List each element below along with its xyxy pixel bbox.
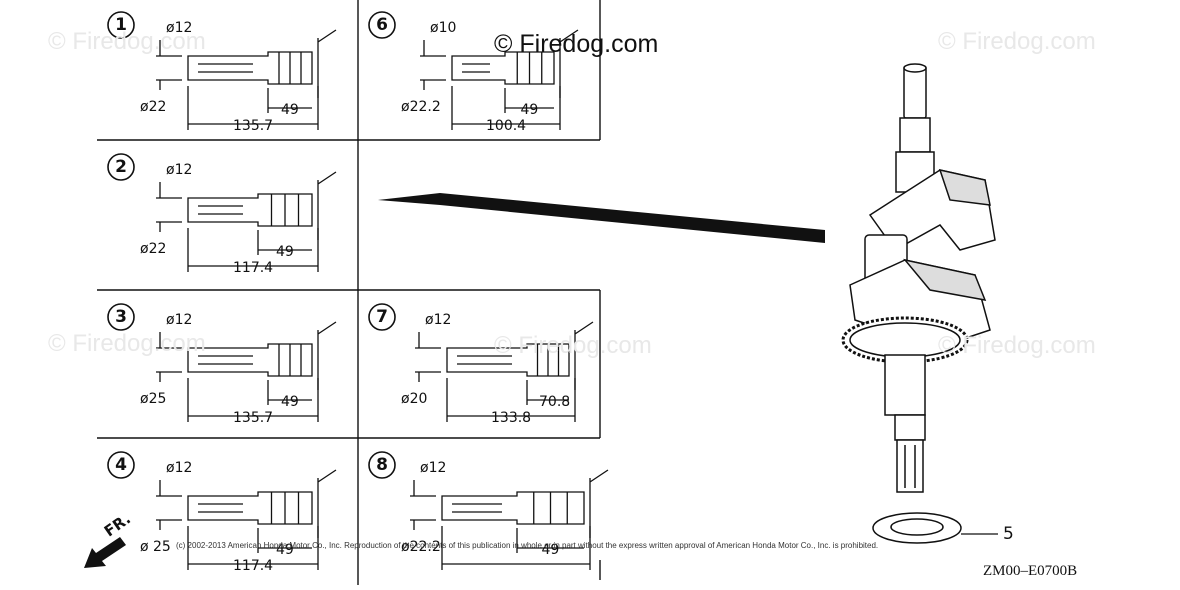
- shaft-body: [187, 51, 313, 85]
- length-label: 117.4: [233, 260, 274, 276]
- shaft-6: [368, 11, 579, 130]
- flange-edge: [317, 29, 337, 98]
- large-diameter-label: ø22: [140, 99, 167, 115]
- flange-edge: [317, 171, 337, 240]
- variant-number: 8: [376, 455, 388, 475]
- diameter-leader: [420, 40, 446, 90]
- variant-number-circle: [107, 11, 135, 39]
- variant-number: 2: [115, 157, 127, 177]
- diameter-leader: [156, 40, 182, 90]
- diameter-leader: [156, 332, 182, 382]
- flange-edge: [317, 321, 337, 390]
- shaft-8: [368, 451, 609, 570]
- part-number-label: 5: [1003, 524, 1014, 544]
- watermark-top-right: © Firedog.com: [938, 28, 1096, 55]
- diameter-leader: [410, 480, 436, 530]
- spline-dimension-line: [516, 528, 584, 553]
- variant-number-circle: [368, 303, 396, 331]
- length-dimension-line: [187, 526, 319, 570]
- length-label: 133.8: [491, 410, 532, 426]
- shaft-body: [441, 491, 585, 525]
- length-dimension-line: [187, 86, 319, 130]
- variant-number: 3: [115, 307, 127, 327]
- length-label: 135.7: [233, 410, 274, 426]
- watermark-top-left: © Firedog.com: [48, 28, 206, 55]
- length-dimension-line: [187, 378, 319, 422]
- small-diameter-label: ø12: [420, 460, 447, 476]
- variant-number: 6: [376, 15, 388, 35]
- shaft-2: [107, 153, 337, 272]
- length-label: 117.4: [233, 558, 274, 574]
- length-label: 100.4: [486, 118, 527, 134]
- length-dimension-line: [441, 526, 591, 570]
- small-diameter-label: ø12: [425, 312, 452, 328]
- shaft-4: [107, 451, 337, 570]
- variant-number: 1: [115, 15, 127, 35]
- variant-number: 4: [115, 455, 127, 475]
- shaft-body: [187, 193, 313, 227]
- spline-length-label: 49: [276, 542, 294, 558]
- small-diameter-label: ø12: [166, 162, 193, 178]
- length-dimension-line: [446, 378, 576, 422]
- spline-dimension-line: [257, 528, 312, 553]
- diameter-leader: [156, 182, 182, 232]
- watermark-mid-right: © Firedog.com: [938, 332, 1096, 359]
- watermark-mid-center: © Firedog.com: [494, 332, 652, 359]
- shaft-drawings: [107, 11, 609, 570]
- spline-dimension-line: [526, 380, 569, 405]
- length-dimension-line: [451, 86, 561, 130]
- variant-number-circle: [368, 11, 396, 39]
- crankshaft-illustration: [841, 63, 998, 544]
- spline-length-label: 49: [281, 394, 299, 410]
- shaft-body: [446, 343, 570, 377]
- large-diameter-label: ø22.2: [401, 99, 441, 115]
- shaft-1: [107, 11, 337, 130]
- length-label: 135.7: [233, 118, 274, 134]
- shaft-body: [187, 343, 313, 377]
- spline-dimension-line: [267, 380, 312, 405]
- spline-length-label: 70.8: [539, 394, 571, 410]
- small-diameter-label: ø12: [166, 460, 193, 476]
- copyright-notice: (c) 2002-2013 American Honda Motor Co., …: [176, 541, 879, 550]
- front-direction-arrow: [84, 537, 126, 568]
- large-diameter-label: ø 25: [140, 539, 171, 555]
- spline-dimension-line: [267, 88, 312, 113]
- large-diameter-label: ø25: [140, 391, 167, 407]
- shaft-body: [187, 491, 313, 525]
- small-diameter-label: ø12: [166, 312, 193, 328]
- drawing-code: ZM00–E0700B: [983, 563, 1078, 579]
- panel-grid: [97, 0, 601, 585]
- flange-edge: [317, 469, 337, 538]
- variant-number-circle: [107, 451, 135, 479]
- diameter-leader: [415, 332, 441, 382]
- spline-length-label: 49: [276, 244, 294, 260]
- large-diameter-label: ø22: [140, 241, 167, 257]
- shaft-3: [107, 303, 337, 422]
- variant-number-circle: [368, 451, 396, 479]
- spline-length-label: 49: [541, 542, 560, 558]
- spline-length-label: 49: [281, 102, 299, 118]
- pointer-arrow: [378, 193, 825, 243]
- small-diameter-label: ø12: [166, 20, 193, 36]
- diameter-leader: [156, 480, 182, 530]
- variant-number: 7: [376, 307, 388, 327]
- spline-dimension-line: [504, 88, 554, 113]
- small-diameter-label: ø10: [430, 20, 457, 36]
- spline-dimension-line: [257, 230, 312, 255]
- variant-number-circle: [107, 153, 135, 181]
- variant-number-circle: [107, 303, 135, 331]
- shaft-7: [368, 303, 594, 422]
- shaft-body: [451, 51, 555, 85]
- watermark-mid-left: © Firedog.com: [48, 330, 206, 357]
- large-diameter-label: ø20: [401, 391, 428, 407]
- watermark-top-center: © Firedog.com: [494, 30, 659, 58]
- flange-edge: [589, 469, 609, 538]
- spline-length-label: 49: [520, 102, 539, 118]
- large-diameter-label: ø22.2: [401, 539, 441, 555]
- length-dimension-line: [187, 228, 319, 272]
